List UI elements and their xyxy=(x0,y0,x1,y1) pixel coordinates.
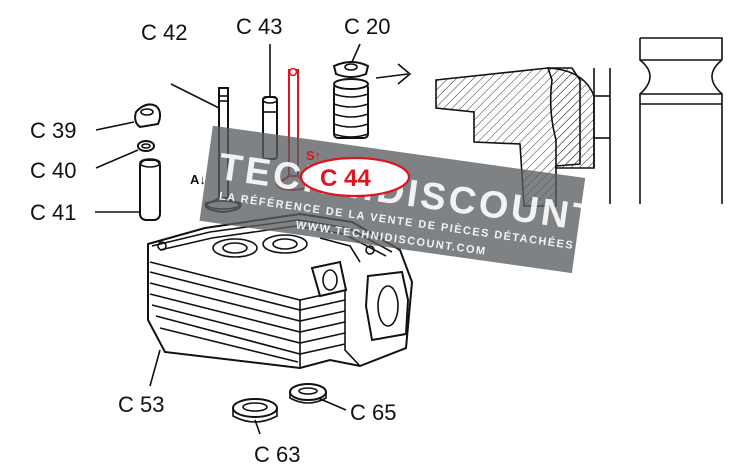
label-c42: C 42 xyxy=(141,20,187,45)
seal-c65-drawing xyxy=(289,383,327,404)
seal-c63-drawing xyxy=(232,398,278,423)
label-c20: C 20 xyxy=(344,14,390,39)
valve-guide-c41-drawing xyxy=(139,158,161,221)
label-c39: C 39 xyxy=(30,118,76,143)
watermark: TECHNIDISCOUNT LA RÉFÉRENCE DE LA VENTE … xyxy=(199,125,643,274)
label-c44: C 44 xyxy=(320,165,371,192)
section-detail-drawing xyxy=(435,37,723,207)
valve-stem-seal-c39-drawing xyxy=(134,103,162,129)
label-c41: C 41 xyxy=(30,200,76,225)
exhaust-mark: S↑ xyxy=(306,148,321,163)
watermark-band xyxy=(199,125,586,274)
intake-mark: A↓ xyxy=(190,172,206,187)
spring-assembly-c20-drawing xyxy=(332,61,412,139)
label-c53: C 53 xyxy=(118,392,164,417)
cylinder-head-drawing xyxy=(147,212,414,370)
label-c43: C 43 xyxy=(236,14,282,39)
highlight-oval xyxy=(299,156,411,198)
retainer-clip-c40-drawing xyxy=(137,140,155,152)
leader-lines xyxy=(95,43,361,435)
label-c40: C 40 xyxy=(30,158,76,183)
label-c63: C 63 xyxy=(254,442,300,467)
label-c65: C 65 xyxy=(350,400,396,425)
